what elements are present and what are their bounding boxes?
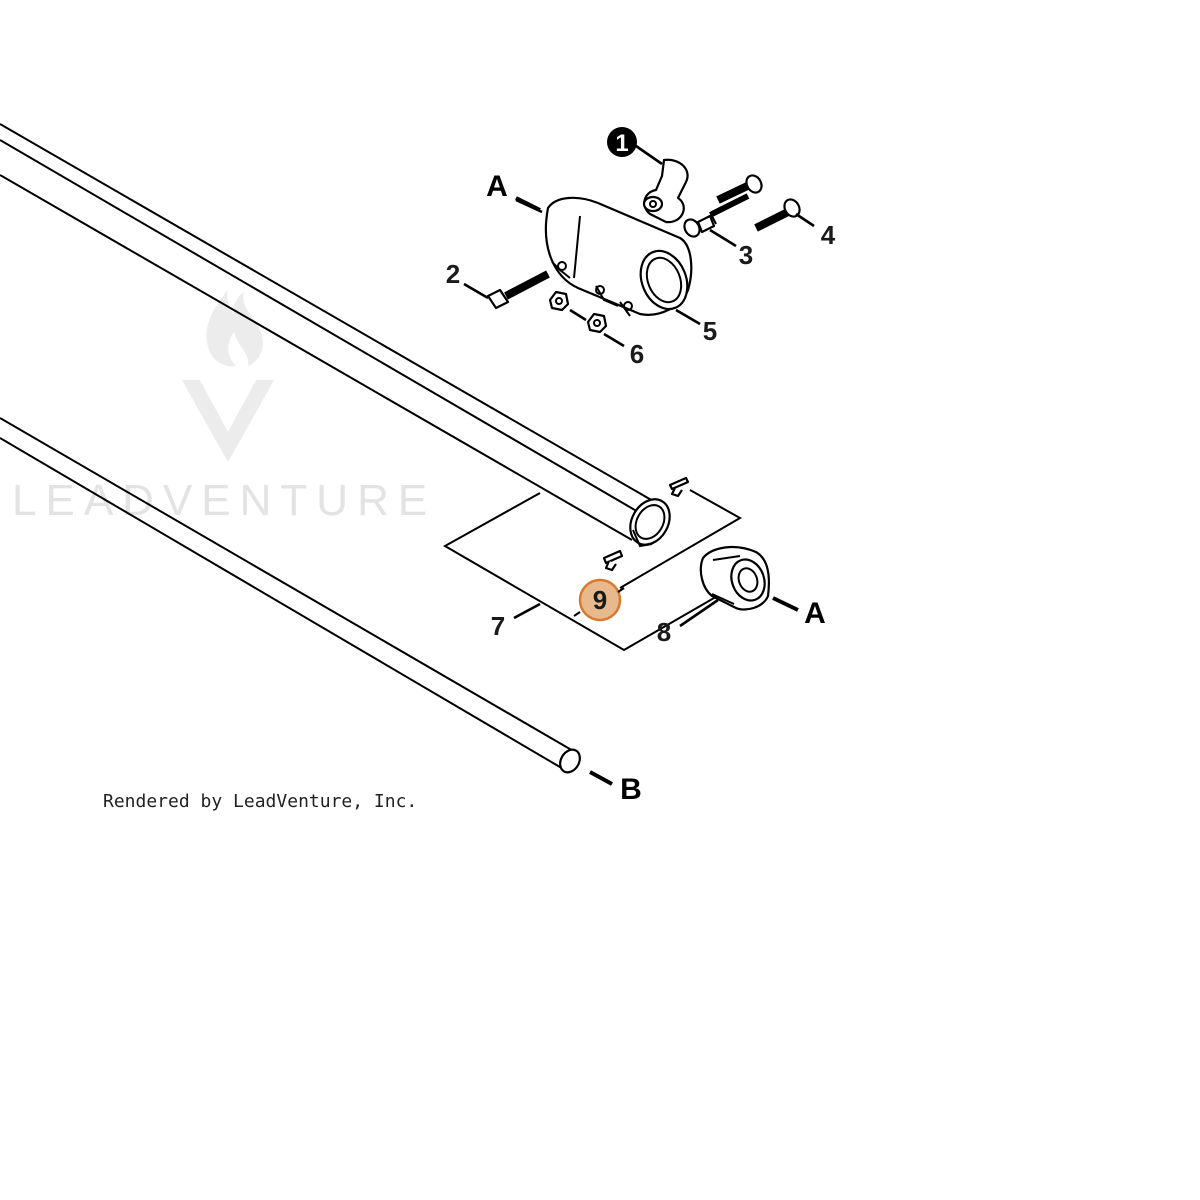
screw-3 bbox=[683, 193, 750, 238]
upper-drive-tube bbox=[0, 123, 671, 548]
svg-text:7: 7 bbox=[491, 611, 505, 641]
leader-lines bbox=[463, 144, 815, 786]
screw-4-lower bbox=[754, 198, 801, 232]
callout-9-highlighted[interactable]: 9 bbox=[573, 578, 625, 622]
svg-text:B: B bbox=[620, 773, 642, 806]
svg-text:9: 9 bbox=[593, 585, 607, 615]
wing-knob bbox=[642, 158, 689, 224]
callout-1[interactable]: 1 bbox=[607, 127, 637, 157]
svg-text:1: 1 bbox=[615, 130, 628, 157]
kit-bracket bbox=[442, 489, 743, 652]
tube-screw-upper bbox=[668, 476, 690, 498]
svg-text:6: 6 bbox=[630, 339, 644, 369]
lower-drive-tube bbox=[0, 417, 581, 774]
render-credit: Rendered by LeadVenture, Inc. bbox=[103, 791, 417, 812]
svg-text:A: A bbox=[804, 597, 826, 630]
nut-6-b bbox=[586, 312, 608, 334]
flame-logo-icon bbox=[206, 290, 263, 367]
callout-a-top[interactable]: A bbox=[486, 170, 508, 203]
svg-text:3: 3 bbox=[739, 240, 753, 270]
bolt-2 bbox=[486, 270, 550, 310]
callout-b[interactable]: B bbox=[620, 773, 642, 806]
v-logo-icon bbox=[182, 380, 274, 462]
svg-text:4: 4 bbox=[821, 220, 836, 250]
nut-6-a bbox=[548, 290, 570, 312]
screw-4-upper bbox=[716, 174, 763, 204]
svg-text:5: 5 bbox=[703, 316, 717, 346]
callout-6[interactable]: 6 bbox=[630, 339, 644, 369]
tube-screw-lower bbox=[602, 549, 624, 572]
callout-7[interactable]: 7 bbox=[491, 611, 505, 641]
callout-8[interactable]: 8 bbox=[657, 617, 671, 647]
svg-text:2: 2 bbox=[446, 259, 460, 289]
leadventure-watermark: LEADVENTURE bbox=[12, 290, 436, 525]
watermark-text: LEADVENTURE bbox=[12, 476, 436, 525]
callout-5[interactable]: 5 bbox=[703, 316, 717, 346]
callout-4[interactable]: 4 bbox=[821, 220, 836, 250]
knurled-nut bbox=[699, 545, 771, 611]
callout-3[interactable]: 3 bbox=[739, 240, 753, 270]
svg-text:A: A bbox=[486, 170, 508, 203]
callout-2[interactable]: 2 bbox=[446, 259, 460, 289]
svg-text:8: 8 bbox=[657, 617, 671, 647]
callout-a-right[interactable]: A bbox=[804, 597, 826, 630]
shaft-clamp bbox=[544, 196, 693, 317]
